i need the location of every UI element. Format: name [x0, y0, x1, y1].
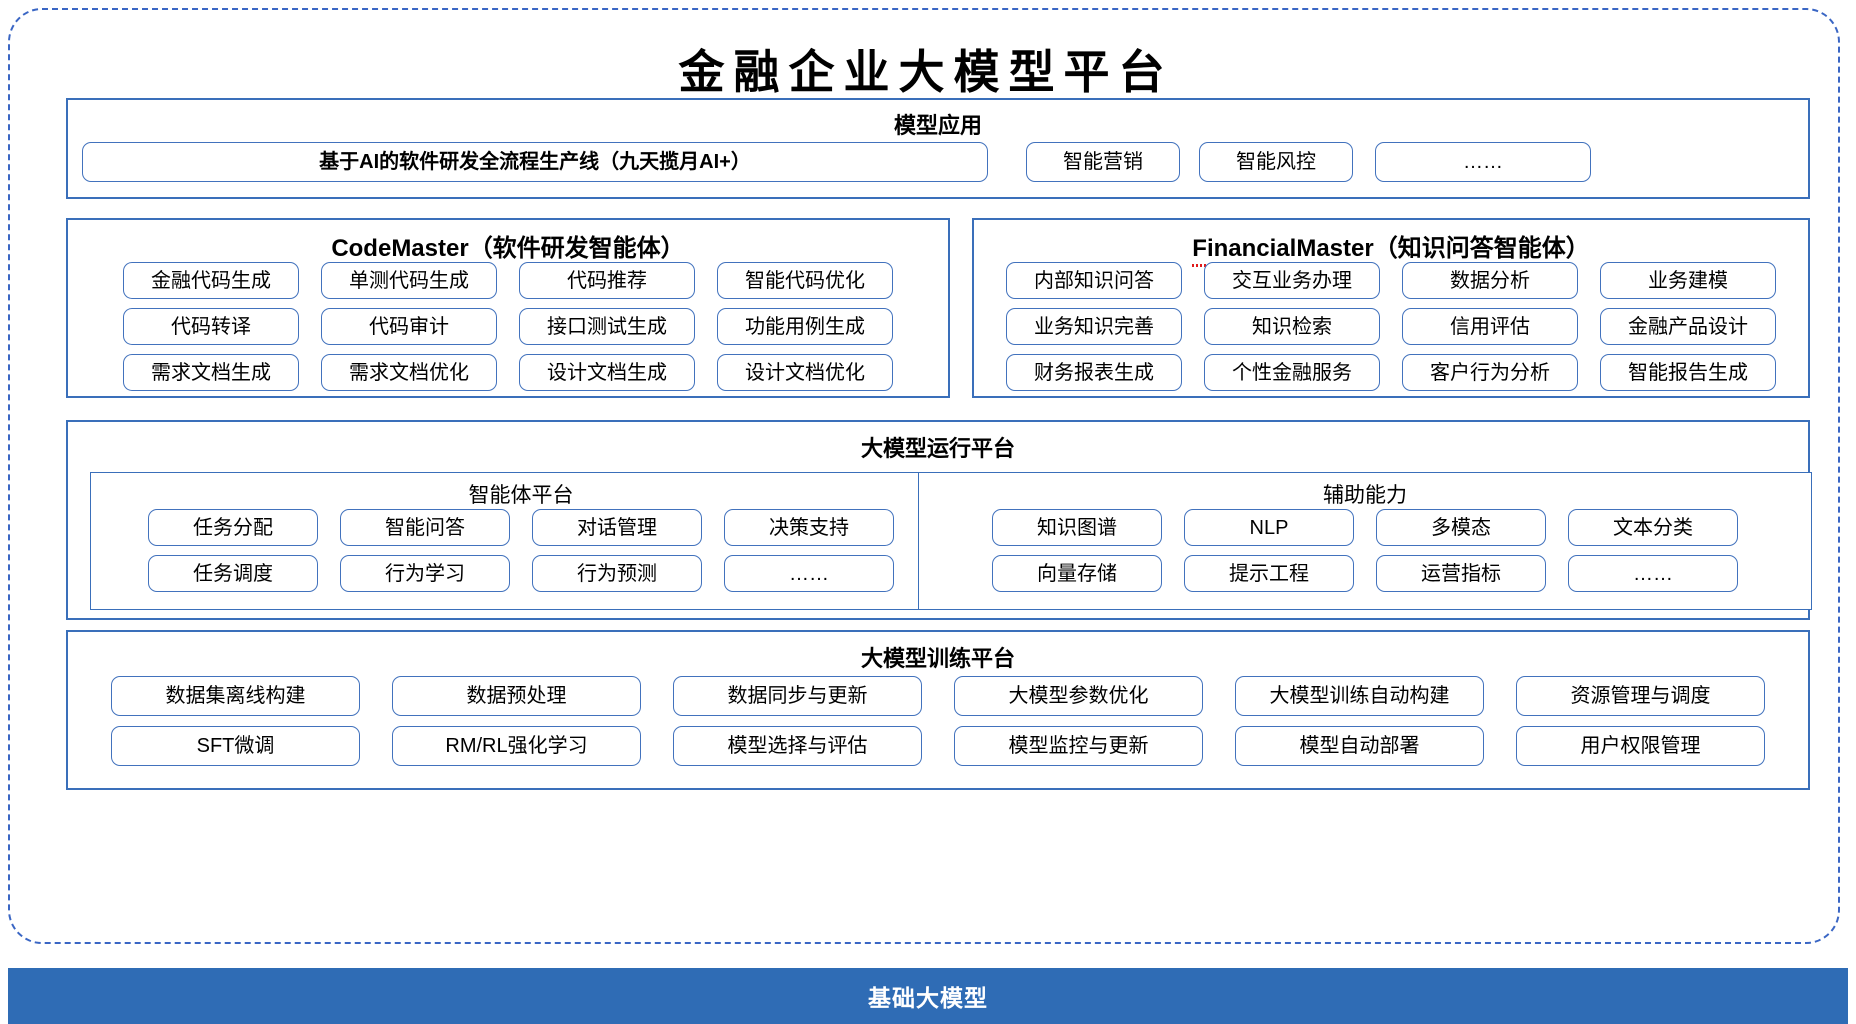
financialmaster-row-3: 财务报表生成 个性金融服务 客户行为分析 智能报告生成: [1006, 354, 1776, 391]
aux-capability-item[interactable]: 向量存储: [992, 555, 1162, 592]
codemaster-item[interactable]: 接口测试生成: [519, 308, 695, 345]
codemaster-item[interactable]: 需求文档优化: [321, 354, 497, 391]
agent-platform-item[interactable]: 行为学习: [340, 555, 510, 592]
training-item[interactable]: 大模型训练自动构建: [1235, 676, 1484, 716]
model-application-items: 基于AI的软件研发全流程生产线（九天揽月AI+） 智能营销 智能风控 ……: [80, 142, 1798, 182]
training-row-2: SFT微调 RM/RL强化学习 模型选择与评估 模型监控与更新 模型自动部署 用…: [111, 726, 1765, 766]
page-title: 金融企业大模型平台: [678, 47, 1174, 98]
training-item[interactable]: 大模型参数优化: [954, 676, 1203, 716]
training-item[interactable]: 模型选择与评估: [673, 726, 922, 766]
agent-platform-title: 智能体平台: [468, 484, 574, 507]
codemaster-item[interactable]: 代码审计: [321, 308, 497, 345]
training-item[interactable]: RM/RL强化学习: [392, 726, 641, 766]
training-item[interactable]: 模型自动部署: [1235, 726, 1484, 766]
aux-capability-subsection: 辅助能力 知识图谱 NLP 多模态 文本分类 向量存储 提示工程 运营指标 ……: [918, 472, 1812, 610]
codemaster-item[interactable]: 金融代码生成: [123, 262, 299, 299]
runtime-platform-title: 大模型运行平台: [860, 436, 1015, 461]
codemaster-heading: CodeMaster（软件研发智能体）: [68, 228, 948, 267]
training-item[interactable]: 数据同步与更新: [673, 676, 922, 716]
training-platform-title: 大模型训练平台: [860, 646, 1015, 671]
app-item-more[interactable]: ……: [1375, 142, 1591, 182]
model-application-section: 模型应用 基于AI的软件研发全流程生产线（九天揽月AI+） 智能营销 智能风控 …: [66, 98, 1810, 199]
agent-platform-item[interactable]: 对话管理: [532, 509, 702, 546]
aux-capability-item[interactable]: 提示工程: [1184, 555, 1354, 592]
financialmaster-item[interactable]: 信用评估: [1402, 308, 1578, 345]
training-item[interactable]: 用户权限管理: [1516, 726, 1765, 766]
foundation-model-label: 基础大模型: [868, 985, 988, 1011]
codemaster-item[interactable]: 单测代码生成: [321, 262, 497, 299]
foundation-model-bar: 基础大模型: [8, 968, 1848, 1024]
training-item[interactable]: 资源管理与调度: [1516, 676, 1765, 716]
codemaster-row-1: 金融代码生成 单测代码生成 代码推荐 智能代码优化: [123, 262, 893, 299]
aux-capability-title: 辅助能力: [1323, 484, 1407, 507]
runtime-platform-section: 大模型运行平台 智能体平台 任务分配 智能问答 对话管理 决策支持 任务调度 行…: [66, 420, 1812, 620]
financialmaster-item[interactable]: 客户行为分析: [1402, 354, 1578, 391]
financialmaster-row-2: 业务知识完善 知识检索 信用评估 金融产品设计: [1006, 308, 1776, 345]
codemaster-suffix: （软件研发智能体）: [468, 235, 685, 262]
financialmaster-item[interactable]: 业务建模: [1600, 262, 1776, 299]
aux-capability-item[interactable]: 文本分类: [1568, 509, 1738, 546]
financialmaster-item[interactable]: 个性金融服务: [1204, 354, 1380, 391]
codemaster-item[interactable]: 需求文档生成: [123, 354, 299, 391]
financialmaster-heading: FinancialMaster（知识问答智能体）: [974, 228, 1808, 267]
aux-capability-item[interactable]: NLP: [1184, 509, 1354, 546]
training-row-1: 数据集离线构建 数据预处理 数据同步与更新 大模型参数优化 大模型训练自动构建 …: [111, 676, 1765, 716]
financialmaster-item[interactable]: 交互业务办理: [1204, 262, 1380, 299]
financialmaster-item[interactable]: 业务知识完善: [1006, 308, 1182, 345]
financialmaster-row-1: 内部知识问答 交互业务办理 数据分析 业务建模: [1006, 262, 1776, 299]
agent-platform-row-1: 任务分配 智能问答 对话管理 决策支持: [148, 509, 894, 546]
financialmaster-item[interactable]: 金融产品设计: [1600, 308, 1776, 345]
training-platform-section: 大模型训练平台 数据集离线构建 数据预处理 数据同步与更新 大模型参数优化 大模…: [66, 630, 1810, 790]
financialmaster-name: FinancialMaster: [1192, 235, 1375, 267]
aux-capability-item-more[interactable]: ……: [1568, 555, 1738, 592]
codemaster-item[interactable]: 代码推荐: [519, 262, 695, 299]
financialmaster-item[interactable]: 内部知识问答: [1006, 262, 1182, 299]
codemaster-item[interactable]: 代码转译: [123, 308, 299, 345]
financialmaster-item[interactable]: 智能报告生成: [1600, 354, 1776, 391]
agent-platform-item[interactable]: 决策支持: [724, 509, 894, 546]
agent-platform-item[interactable]: 任务调度: [148, 555, 318, 592]
agent-platform-item-more[interactable]: ……: [724, 555, 894, 592]
codemaster-row-3: 需求文档生成 需求文档优化 设计文档生成 设计文档优化: [123, 354, 893, 391]
agent-platform-item[interactable]: 行为预测: [532, 555, 702, 592]
agent-platform-item[interactable]: 任务分配: [148, 509, 318, 546]
codemaster-item[interactable]: 功能用例生成: [717, 308, 893, 345]
training-platform-grid: 数据集离线构建 数据预处理 数据同步与更新 大模型参数优化 大模型训练自动构建 …: [68, 676, 1808, 766]
agent-platform-row-2: 任务调度 行为学习 行为预测 ……: [148, 555, 894, 592]
model-application-title: 模型应用: [893, 113, 982, 138]
codemaster-name: CodeMaster: [331, 235, 470, 267]
codemaster-item[interactable]: 智能代码优化: [717, 262, 893, 299]
codemaster-item[interactable]: 设计文档生成: [519, 354, 695, 391]
financialmaster-item[interactable]: 数据分析: [1402, 262, 1578, 299]
financialmaster-item[interactable]: 知识检索: [1204, 308, 1380, 345]
training-item[interactable]: SFT微调: [111, 726, 360, 766]
app-item-smart-marketing[interactable]: 智能营销: [1026, 142, 1180, 182]
aux-capability-item[interactable]: 多模态: [1376, 509, 1546, 546]
app-item-smart-risk-control[interactable]: 智能风控: [1199, 142, 1353, 182]
codemaster-row-2: 代码转译 代码审计 接口测试生成 功能用例生成: [123, 308, 893, 345]
platform-outer-frame: 金融企业大模型平台 模型应用 基于AI的软件研发全流程生产线（九天揽月AI+） …: [8, 8, 1840, 944]
financialmaster-suffix: （知识问答智能体）: [1373, 235, 1590, 262]
app-item-ai-pipeline[interactable]: 基于AI的软件研发全流程生产线（九天揽月AI+）: [82, 142, 988, 182]
financialmaster-agent-section: FinancialMaster（知识问答智能体） 内部知识问答 交互业务办理 数…: [972, 218, 1810, 398]
aux-capability-grid: 知识图谱 NLP 多模态 文本分类 向量存储 提示工程 运营指标 ……: [919, 509, 1811, 592]
agent-platform-grid: 任务分配 智能问答 对话管理 决策支持 任务调度 行为学习 行为预测 ……: [91, 509, 951, 592]
training-item[interactable]: 数据集离线构建: [111, 676, 360, 716]
training-item[interactable]: 数据预处理: [392, 676, 641, 716]
financialmaster-capability-grid: 内部知识问答 交互业务办理 数据分析 业务建模 业务知识完善 知识检索 信用评估…: [974, 262, 1808, 391]
codemaster-capability-grid: 金融代码生成 单测代码生成 代码推荐 智能代码优化 代码转译 代码审计 接口测试…: [68, 262, 948, 391]
financialmaster-item[interactable]: 财务报表生成: [1006, 354, 1182, 391]
training-item[interactable]: 模型监控与更新: [954, 726, 1203, 766]
agent-platform-subsection: 智能体平台 任务分配 智能问答 对话管理 决策支持 任务调度 行为学习 行为预测…: [90, 472, 952, 610]
aux-capability-item[interactable]: 知识图谱: [992, 509, 1162, 546]
codemaster-item[interactable]: 设计文档优化: [717, 354, 893, 391]
aux-capability-row-2: 向量存储 提示工程 运营指标 ……: [992, 555, 1738, 592]
agent-platform-item[interactable]: 智能问答: [340, 509, 510, 546]
aux-capability-row-1: 知识图谱 NLP 多模态 文本分类: [992, 509, 1738, 546]
codemaster-agent-section: CodeMaster（软件研发智能体） 金融代码生成 单测代码生成 代码推荐 智…: [66, 218, 950, 398]
aux-capability-item[interactable]: 运营指标: [1376, 555, 1546, 592]
